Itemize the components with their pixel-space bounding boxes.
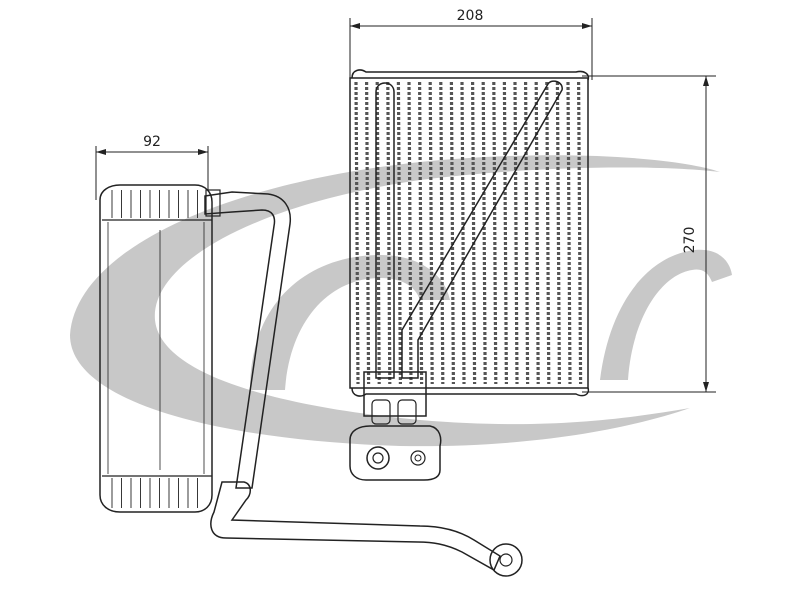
core-fin [534,81,540,385]
core-fin [545,81,551,385]
core-fin [365,81,371,385]
dimension-core-width: 208 [349,8,593,80]
core-width-label: 208 [457,8,484,24]
core-fins [354,81,583,385]
core-fin [502,81,508,385]
core-fin [577,81,583,385]
side-bottom-fins [111,478,198,508]
expansion-valve [349,371,442,481]
core-fin [492,81,498,385]
core-fin [449,81,455,385]
core-fin [354,81,360,385]
watermark-right-arc [600,249,732,380]
evaporator-core-front-view [349,69,590,397]
dimension-core-height: 270 [582,75,716,393]
core-fin [386,81,392,385]
swoosh-logo-icon [70,155,732,447]
core-fin [460,81,466,385]
core-fin [428,81,434,385]
core-height-label: 270 [682,227,698,254]
core-fin [481,81,487,385]
core-fin [418,81,424,385]
core-fin [396,81,402,385]
watermark-arc [250,255,450,390]
core-fin [439,81,445,385]
core-fin [471,81,477,385]
side-top-fins [111,190,198,218]
core-fin [513,81,519,385]
core-fin [407,81,413,385]
dimension-side-width: 92 [95,134,209,200]
evaporator-side-view [99,184,213,513]
core-fin [524,81,530,385]
core-fin [555,81,561,385]
core-fin [566,81,572,385]
watermark-swoosh [70,155,720,447]
refrigerant-pipes [204,189,523,577]
side-width-label: 92 [143,134,161,150]
core-fin [375,81,381,385]
